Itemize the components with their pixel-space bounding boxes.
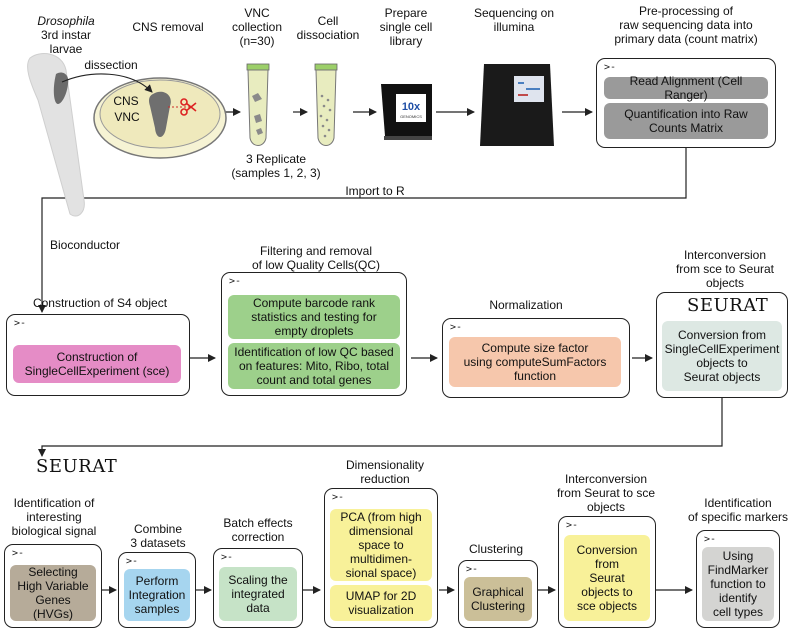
seurat-logo-bottom: SEURAT [36, 456, 118, 477]
prompt-symbol: >- [14, 318, 27, 329]
larvae-species-label: Drosophila [37, 14, 95, 28]
pca-box: PCA (from high dimensional space to mult… [330, 509, 432, 581]
interconversion-sce-seurat-title: Interconversion from sce to Seurat objec… [675, 248, 775, 290]
dimred-panel: >- PCA (from high dimensional space to m… [324, 488, 438, 628]
umap-box: UMAP for 2D visualization [330, 585, 432, 621]
prompt-symbol: >- [332, 492, 345, 503]
batch-effects-panel: >- Scaling the integrated data [213, 548, 303, 628]
filtering-panel: >- Compute barcode rank statistics and t… [221, 272, 407, 396]
dissection-arrow [61, 73, 153, 93]
tenx-logo: 10x [402, 101, 421, 113]
tenx-logo-sub: GENOMICS [400, 114, 422, 119]
read-alignment-box: Read Alignment (Cell Ranger) [604, 74, 768, 102]
scaling-box: Scaling the integrated data [219, 567, 297, 621]
seurat-to-sce-panel: >- Conversion from Seurat objects to sce… [558, 516, 656, 628]
illumina-sequencer-icon [480, 64, 554, 146]
cell-dissociation-tube-icon [314, 63, 338, 146]
hvg-box: Selecting High Variable Genes (HVGs) [10, 565, 96, 621]
markers-title: Identification of specific markers [687, 496, 789, 524]
vnc-label: VNC [114, 110, 140, 124]
cns-tissue [149, 91, 171, 137]
normalization-panel: >- Compute size factor using computeSumF… [442, 318, 630, 398]
cell-dissociation-label: Cell dissociation [296, 14, 360, 42]
prompt-symbol: >- [229, 276, 242, 287]
preprocessing-title: Pre-processing of raw sequencing data in… [614, 4, 758, 46]
cns-label: CNS [113, 94, 139, 108]
combine-panel: >- Perform Integration samples [118, 552, 196, 628]
findmarker-box: Using FindMarker function to identify ce… [702, 547, 774, 621]
prompt-symbol: >- [466, 564, 479, 575]
interconversion-sce-seurat-panel: SEURAT Conversion from SingleCellExperim… [656, 292, 788, 398]
vnc-tube-icon [246, 63, 270, 146]
clustering-panel: >- Graphical Clustering [458, 560, 538, 628]
hvg-title: Identification of interesting biological… [11, 496, 97, 538]
larvae-stage-label: 3rd instar larvae [40, 28, 92, 56]
10x-chromium-device-icon [381, 84, 432, 140]
markers-panel: >- Using FindMarker function to identify… [696, 530, 780, 628]
low-qc-box: Identification of low QC based on featur… [228, 343, 400, 389]
cns-removal-label: CNS removal [132, 20, 204, 34]
barcode-rank-box: Compute barcode rank statistics and test… [228, 295, 400, 339]
sce-to-seurat-box: Conversion from SingleCellExperiment obj… [662, 321, 782, 391]
normalization-title: Normalization [489, 298, 563, 312]
vnc-collection-label: VNC collection (n=30) [231, 6, 283, 48]
s4-object-title: Construction of S4 object [32, 296, 168, 310]
prepare-library-label: Prepare single cell library [379, 6, 433, 48]
arrow-to-bottom [38, 398, 723, 457]
prompt-symbol: >- [604, 62, 617, 73]
prompt-symbol: >- [566, 520, 579, 531]
prompt-symbol: >- [12, 548, 25, 559]
arrow-import-to-r [38, 148, 687, 313]
graphical-clustering-box: Graphical Clustering [464, 577, 532, 621]
replicate-label: 3 Replicate (samples 1, 2, 3) [231, 152, 321, 180]
larva-illustration [27, 53, 85, 217]
prompt-symbol: >- [221, 552, 234, 563]
s4-object-panel: >- Construction of SingleCellExperiment … [6, 314, 190, 396]
import-to-r-label: Import to R [345, 184, 405, 198]
seurat-to-sce-title: Interconversion from Seurat to sce objec… [556, 472, 656, 514]
hvg-panel: >- Selecting High Variable Genes (HVGs) [4, 544, 102, 628]
seurat-to-sce-box: Conversion from Seurat objects to sce ob… [564, 535, 650, 621]
scissors-icon [180, 98, 197, 116]
prompt-symbol: >- [126, 556, 139, 567]
size-factor-box: Compute size factor using computeSumFact… [449, 337, 621, 387]
seurat-logo: SEURAT [687, 295, 769, 316]
prompt-symbol: >- [704, 534, 717, 545]
prompt-symbol: >- [450, 322, 463, 333]
batch-effects-title: Batch effects correction [223, 516, 293, 544]
construct-sce-box: Construction of SingleCellExperiment (sc… [13, 345, 181, 383]
dimred-title: Dimensionality reduction [345, 458, 425, 486]
sequencing-label: Sequencing on illumina [473, 6, 555, 34]
bioconductor-label: Bioconductor [50, 238, 121, 252]
dissection-label: dissection [84, 58, 138, 72]
integration-box: Perform Integration samples [124, 569, 190, 621]
combine-title: Combine 3 datasets [130, 522, 186, 550]
quantification-box: Quantification into Raw Counts Matrix [604, 103, 768, 139]
preprocessing-panel: >- Read Alignment (Cell Ranger) Quantifi… [596, 58, 776, 148]
clustering-title: Clustering [468, 542, 524, 556]
filtering-title: Filtering and removal of low Quality Cel… [251, 244, 381, 272]
